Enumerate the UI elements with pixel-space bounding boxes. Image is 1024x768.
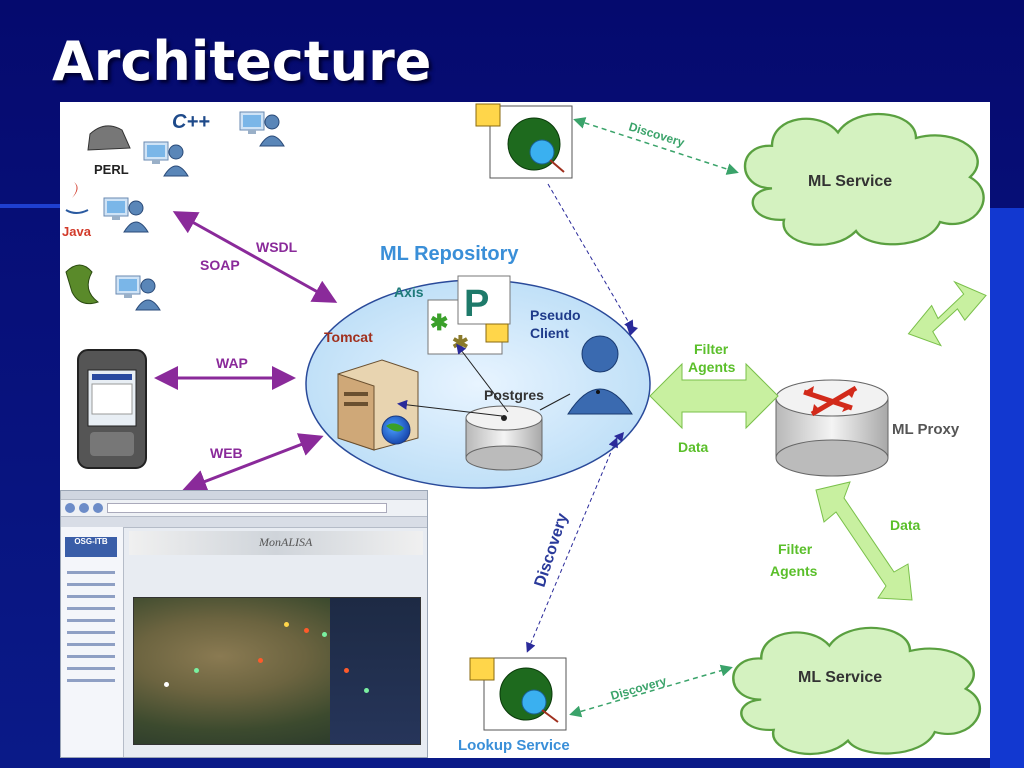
lookup-service-top-icon [475, 103, 573, 179]
ml-repository-label: ML Repository [380, 243, 519, 265]
slide-title: Architecture [52, 30, 432, 93]
postgres-database-icon [465, 405, 543, 471]
discovery-top-label: Discovery [627, 119, 686, 149]
data-1-label: Data [678, 439, 709, 455]
client-label: Client [530, 325, 569, 341]
pseudo-label: Pseudo [530, 307, 581, 323]
cpp-client: C++ [172, 111, 285, 147]
svg-text:P: P [464, 283, 489, 325]
discovery-bottom-arrow [569, 664, 733, 718]
mobile-device-image [77, 349, 147, 469]
perl-client: PERL [87, 125, 189, 177]
python-client [65, 264, 161, 311]
svg-text:C++: C++ [172, 111, 210, 133]
pseudo-client-icon [567, 335, 633, 415]
proxy-service-bottom-green-arrow [815, 481, 913, 601]
tomcat-label: Tomcat [324, 329, 373, 345]
svg-text:✱: ✱ [430, 310, 448, 335]
filter-agents-2b-label: Agents [770, 563, 818, 579]
java-client: Java [62, 182, 149, 239]
svg-text:✱: ✱ [452, 333, 469, 355]
soap-wsdl-arrow [172, 211, 338, 303]
axis-label: Axis [394, 284, 424, 300]
wap-label: WAP [216, 355, 248, 371]
discovery-mid-label: Discovery [532, 511, 572, 589]
lookup-service-label: Lookup Service [458, 737, 570, 754]
soap-label: SOAP [200, 257, 240, 273]
tomcat-server-icon [337, 359, 419, 451]
web-arrow [182, 433, 324, 493]
lookup-service-bottom-icon [469, 657, 567, 731]
svg-text:Java: Java [62, 224, 92, 239]
accent-bar [990, 208, 1024, 768]
ml-service-top-label: ML Service [808, 173, 892, 190]
accent-line [0, 204, 70, 208]
filter-agents-1a-label: Filter [694, 341, 729, 357]
browser-banner-text: MonALISA [259, 535, 313, 549]
filter-agents-1b-label: Agents [688, 359, 736, 375]
discovery-top-arrow [573, 117, 739, 175]
world-map [133, 597, 421, 745]
wsdl-label: WSDL [256, 239, 298, 255]
architecture-diagram: PERL C++ Java SOAP WSDL [60, 102, 990, 758]
discovery-repo-bottom-arrow [526, 437, 618, 653]
data-2-label: Data [890, 517, 921, 533]
proxy-service-top-green-arrow [907, 280, 987, 347]
svg-text:PERL: PERL [94, 162, 129, 177]
ml-proxy-router-icon [775, 379, 889, 477]
discovery-bottom-label: Discovery [609, 674, 668, 703]
web-client-screenshot: OSG-ITB MonALISA [60, 490, 428, 758]
ml-proxy-label: ML Proxy [892, 421, 960, 438]
filter-agents-2a-label: Filter [778, 541, 813, 557]
postgres-label: Postgres [484, 387, 544, 403]
browser-logo: OSG-ITB [65, 537, 117, 557]
ml-service-bottom-cloud [732, 626, 982, 756]
axis-card: P ✱ ✱ [427, 275, 511, 355]
web-label: WEB [210, 445, 243, 461]
ml-service-bottom-label: ML Service [798, 669, 882, 686]
proxy-repository-green-arrow [649, 362, 779, 430]
